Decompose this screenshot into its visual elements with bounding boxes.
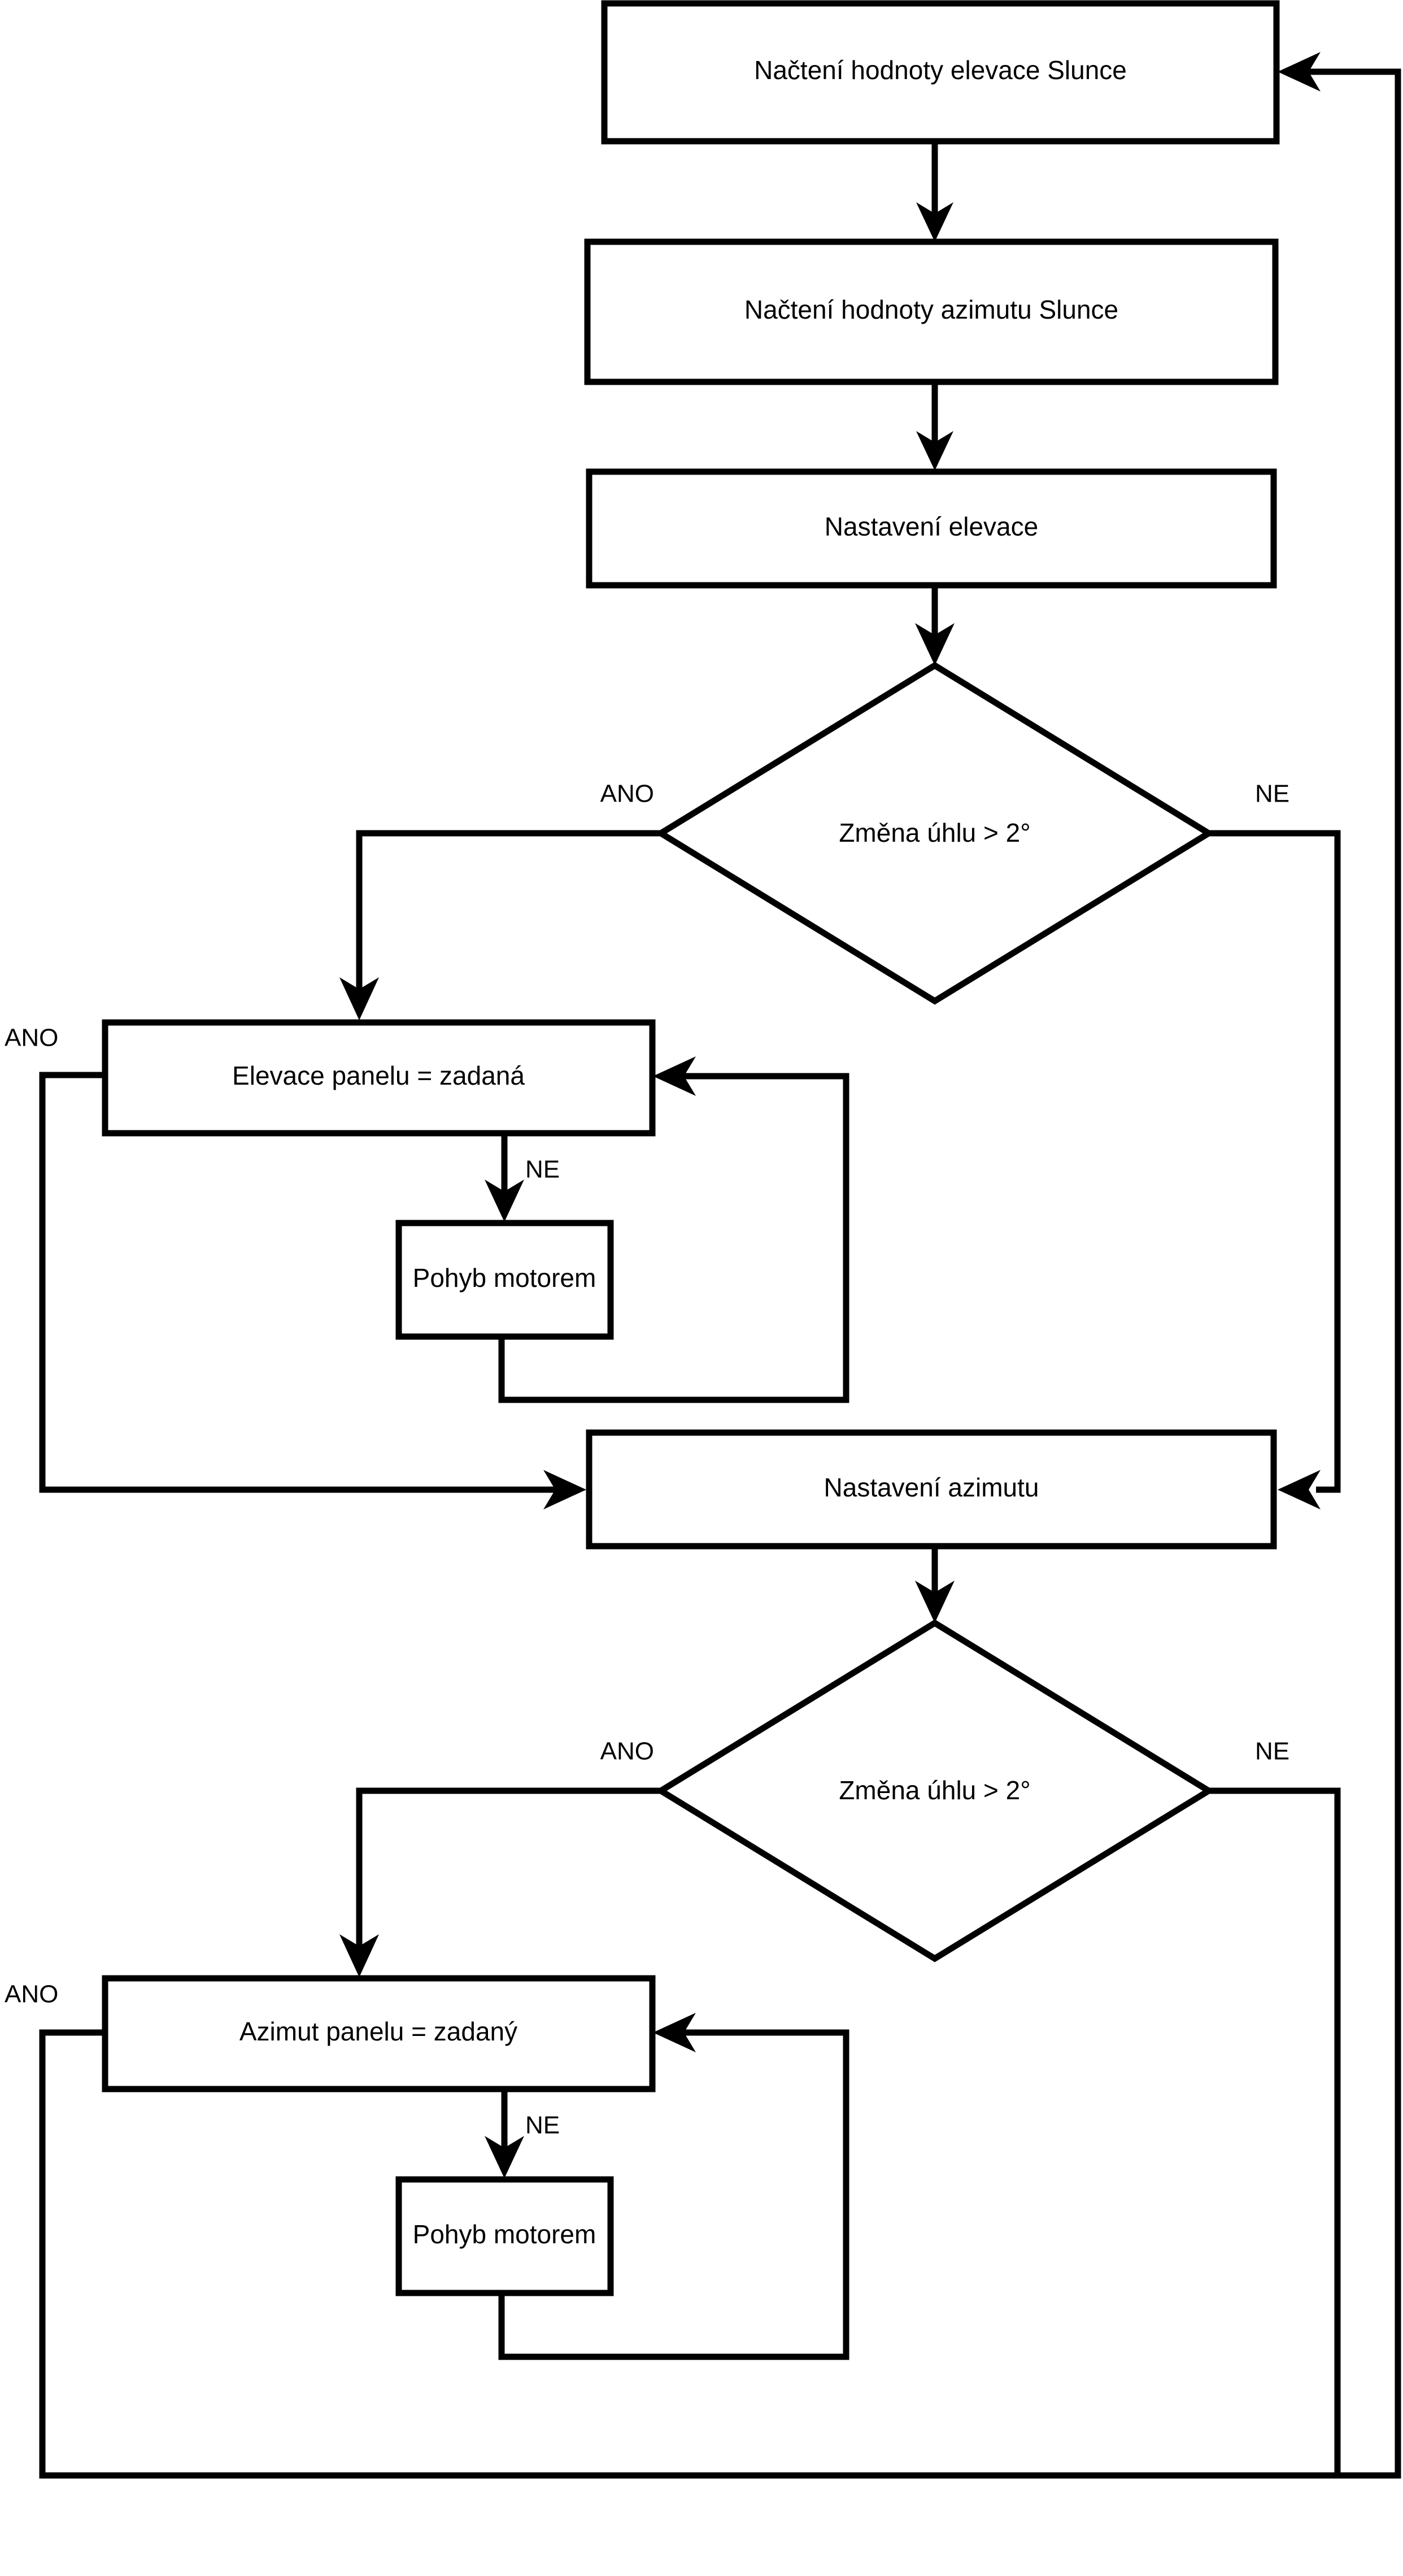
node-motor-move-2[interactable]: Pohyb motorem [395,2176,614,2296]
edge-label-panel-elevation-yes: ANO [5,1024,58,1052]
node-set-azimuth-shape[interactable] [586,1429,1277,1550]
node-motor-move-2-label: Pohyb motorem [413,2220,596,2249]
edge-label-decision-azimuth-yes: ANO [600,1738,654,1765]
node-panel-azimuth-equals[interactable]: Azimut panelu = zadaný [102,1975,656,2092]
edge-label-decision-elevation-yes: ANO [600,780,654,808]
node-decision-azimuth-label: Změna úhlu > 2° [839,1776,1030,1805]
node-motor-move-1[interactable]: Pohyb motorem [395,1220,614,1340]
node-panel-elevation-equals[interactable]: Elevace panelu = zadaná [102,1019,656,1137]
edge-label-decision-azimuth-no: NE [1255,1738,1289,1765]
edge-label-panel-azimuth-no: NE [525,2112,560,2139]
node-panel-elevation-equals-label: Elevace panelu = zadaná [232,1061,525,1090]
edge-decision-azimuth-no [1209,52,1401,2479]
edge-panel-elevation-no [485,1134,524,1222]
edge-panel-elevation-yes [39,1072,586,1509]
edge-decision-azimuth-yes [339,1787,661,1977]
node-motor-move-2-shape[interactable] [395,2176,614,2296]
node-set-elevation-shape[interactable] [586,468,1277,589]
edge-decision-elevation-yes [339,830,661,1020]
edge-motor-move-1-feedback [498,1056,849,1403]
edge-panel-azimuth-no [485,2090,524,2178]
node-read-elevation-label: Načtení hodnoty elevace Slunce [754,55,1127,85]
edge-panel-azimuth-yes [39,2029,1337,2479]
node-panel-azimuth-equals-label: Azimut panelu = zadaný [239,2017,517,2046]
node-read-elevation[interactable]: Načtení hodnoty elevace Slunce [601,0,1280,145]
edge-read-azimuth-to-set-elevation [916,383,953,471]
edge-decision-elevation-no [1209,830,1341,1509]
node-panel-azimuth-equals-shape[interactable] [102,1975,656,2092]
edge-motor-move-2-feedback [498,2013,849,2360]
node-decision-elevation-shape[interactable] [655,662,1215,1005]
node-read-azimuth-label: Načtení hodnoty azimutu Slunce [744,295,1118,324]
node-read-elevation-shape[interactable] [601,0,1280,145]
node-decision-elevation-label: Změna úhlu > 2° [839,818,1030,847]
edge-label-panel-azimuth-yes: ANO [5,1981,58,2008]
node-set-elevation[interactable]: Nastavení elevace [586,468,1277,589]
edge-label-panel-elevation-no: NE [525,1156,560,1183]
node-decision-azimuth[interactable]: Změna úhlu > 2° [655,1619,1215,1963]
node-motor-move-1-label: Pohyb motorem [413,1263,596,1293]
node-set-azimuth-label: Nastavení azimutu [824,1473,1039,1502]
edge-set-azimuth-to-decision-azimuth [915,1548,955,1623]
edge-read-elevation-to-read-azimuth [916,141,953,242]
node-decision-elevation[interactable]: Změna úhlu > 2° [655,662,1215,1005]
node-read-azimuth[interactable]: Načtení hodnoty azimutu Slunce [584,238,1279,385]
node-panel-elevation-equals-shape[interactable] [102,1019,656,1137]
node-set-azimuth[interactable]: Nastavení azimutu [586,1429,1277,1550]
node-set-elevation-label: Nastavení elevace [825,512,1038,541]
edge-label-decision-elevation-no: NE [1255,780,1289,808]
node-read-azimuth-shape[interactable] [584,238,1279,385]
node-decision-azimuth-shape[interactable] [655,1619,1215,1963]
edge-set-elevation-to-decision-elevation [915,586,955,665]
node-motor-move-1-shape[interactable] [395,1220,614,1340]
